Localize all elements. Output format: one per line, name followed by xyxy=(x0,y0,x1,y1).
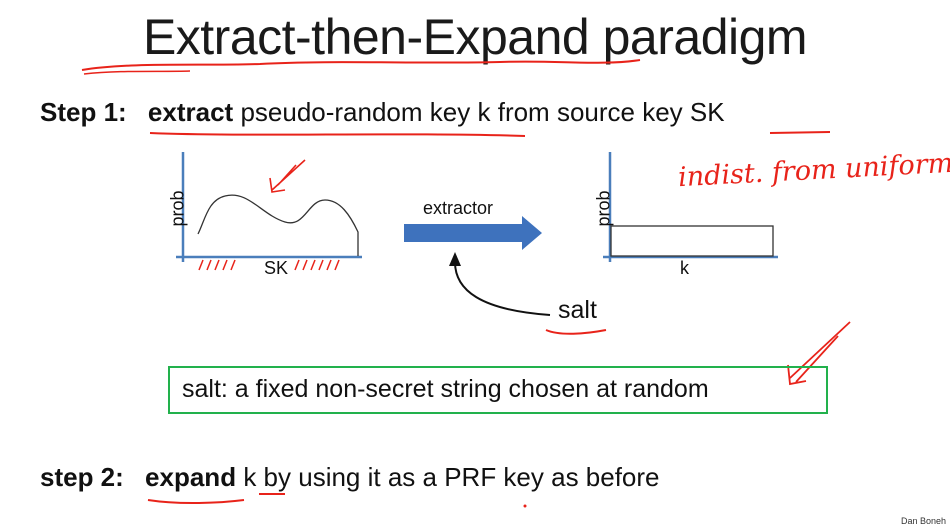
step-1-label: Step 1: xyxy=(40,97,127,127)
step-2-line: step 2: expand k by using it as a PRF ke… xyxy=(40,462,660,493)
sk-underline xyxy=(769,131,831,134)
extractor-label: extractor xyxy=(423,198,494,218)
step-1-key: k xyxy=(477,97,491,127)
expand-underline xyxy=(147,499,245,505)
expand-word: expand xyxy=(145,462,237,492)
salt-definition: salt: a fixed non-secret string chosen a… xyxy=(182,375,709,403)
step-1-line: Step 1: extract pseudo-random key k from… xyxy=(40,97,725,128)
title-underline xyxy=(81,59,641,71)
author-credit: Dan Boneh xyxy=(900,516,946,526)
ink-dot xyxy=(523,504,527,508)
extract-word: extract xyxy=(147,97,234,127)
salt-definition-box xyxy=(168,366,828,414)
extract-underline xyxy=(149,132,526,137)
step-2-text: by using it as a PRF key as before xyxy=(263,462,660,492)
distribution-curve xyxy=(197,194,359,256)
left-y-label: prob xyxy=(167,190,188,227)
salt-underline xyxy=(545,329,607,335)
title-underline-2 xyxy=(83,70,191,75)
salt-arrow xyxy=(454,261,551,316)
hand-drawn-arrow-right xyxy=(787,321,851,386)
source-key: SK xyxy=(689,97,725,127)
step-1-text-a: pseudo-random key xyxy=(240,97,471,127)
slide-title: Extract-then-Expand paradigm xyxy=(142,9,808,65)
left-x-label: SK xyxy=(264,258,289,278)
hand-drawn-arrow-left xyxy=(269,159,306,193)
step-1-text-b: from source key xyxy=(497,97,683,127)
extractor-arrow xyxy=(404,216,542,250)
salt-label: salt xyxy=(558,296,597,324)
right-y-label: prob xyxy=(593,190,614,227)
uniform-distribution xyxy=(610,225,774,257)
salt-arrow-head xyxy=(449,252,461,266)
step-2-key: k xyxy=(243,462,257,492)
left-hatch-marks xyxy=(198,259,340,271)
step-2-label: step 2: xyxy=(40,462,124,492)
right-x-label: k xyxy=(680,258,689,278)
